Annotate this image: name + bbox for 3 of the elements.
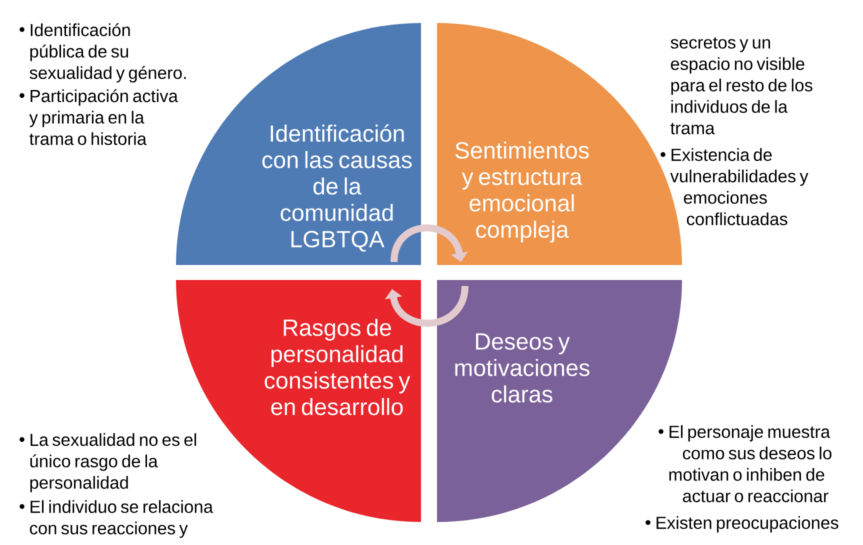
bullet-text: Participación activa y primaria en la trama o historia bbox=[29, 89, 178, 146]
curved-arrow bbox=[390, 224, 468, 262]
curved-arrow bbox=[384, 286, 468, 327]
